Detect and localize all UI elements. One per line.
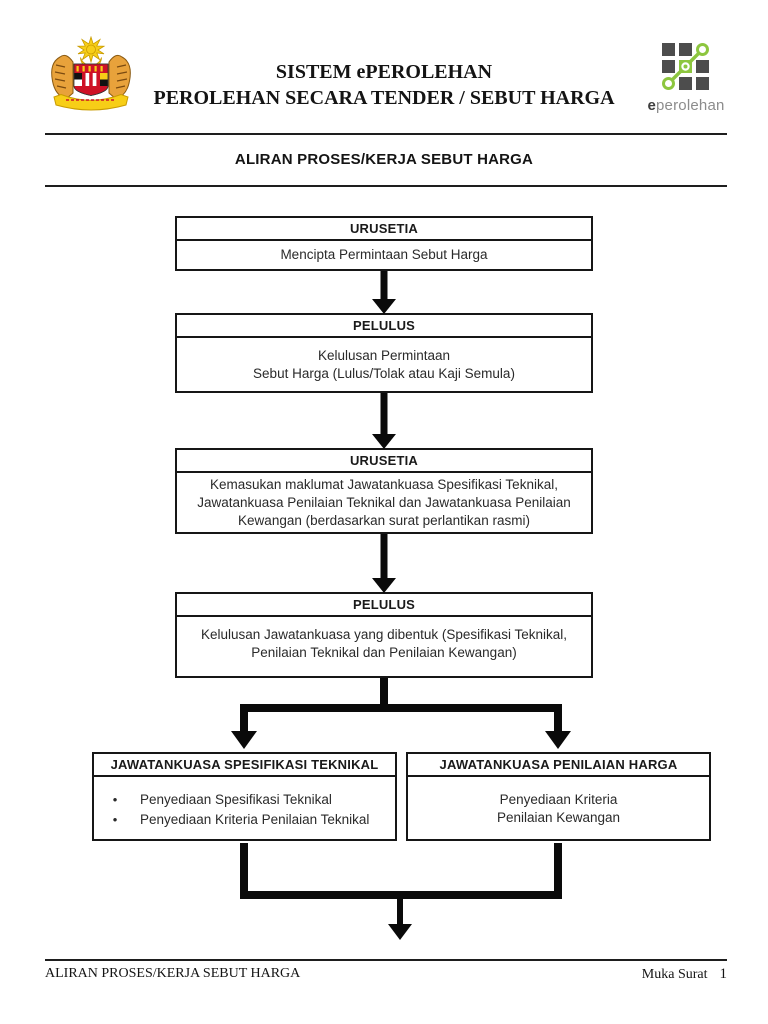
footer-page-indicator: Muka Surat 1: [642, 966, 727, 983]
flow-arrow-down-3: [372, 534, 396, 593]
flow-branch-header: JAWATANKUASA PENILAIAN HARGA: [408, 754, 709, 777]
footer-title: ALIRAN PROSES/KERJA SEBUT HARGA: [45, 966, 301, 981]
bullet-text: Penyediaan Spesifikasi Teknikal: [140, 792, 332, 807]
branch-merge-connector: [240, 843, 562, 940]
title-line-1: SISTEM ePEROLEHAN: [275, 61, 493, 83]
flow-step-body-line: Sebut Harga (Lulus/Tolak atau Kaji Semul…: [253, 365, 515, 381]
flow-step-pelulus-1: PELULUS Kelulusan Permintaan Sebut Harga…: [175, 313, 593, 393]
flow-branch-body-line: Penyediaan Kriteria: [499, 792, 618, 807]
footer-page-label: Muka Surat: [641, 967, 708, 982]
flow-arrow-down-1: [372, 271, 396, 314]
eperolehan-logo-text: eperolehan: [647, 97, 725, 114]
flow-step-body-line: Mencipta Permintaan Sebut Harga: [280, 247, 488, 262]
bullet-item: • Penyediaan Spesifikasi Teknikal: [108, 790, 385, 810]
bullet-item: • Penyediaan Kriteria Penilaian Teknikal: [108, 810, 385, 830]
flow-step-body-line: Kelulusan Permintaan: [317, 347, 451, 363]
bullet-text: Penyediaan Kriteria Penilaian Teknikal: [140, 812, 370, 827]
flow-step-header: URUSETIA: [177, 218, 591, 241]
header-divider-bottom: [45, 185, 727, 187]
flow-step-header: PELULUS: [177, 594, 591, 617]
flow-step-urusetia-2: URUSETIA Kemasukan maklumat Jawatankuasa…: [175, 448, 593, 534]
flow-step-header: PELULUS: [177, 315, 591, 338]
header-divider-top: [45, 133, 727, 135]
malaysia-coat-of-arms-icon: [46, 35, 136, 121]
branch-split-connector: [231, 678, 571, 749]
flow-branch-spesifikasi-teknikal: JAWATANKUASA SPESIFIKASI TEKNIKAL • Peny…: [92, 752, 397, 841]
flow-step-pelulus-2: PELULUS Kelulusan Jawatankuasa yang dibe…: [175, 592, 593, 678]
footer-divider: [45, 959, 727, 961]
bullet-marker: •: [112, 792, 118, 807]
flow-arrow-down-2: [372, 393, 396, 449]
flow-step-header: URUSETIA: [177, 450, 591, 473]
flow-step-body-line: Penilaian Teknikal dan Penilaian Kewanga…: [251, 645, 517, 660]
footer-page-number: 1: [719, 966, 728, 982]
document-title: SISTEM ePEROLEHAN PEROLEHAN SECARA TENDE…: [0, 60, 768, 112]
eperolehan-logo: eperolehan: [646, 42, 726, 114]
flow-branch-header: JAWATANKUASA SPESIFIKASI TEKNIKAL: [94, 754, 395, 777]
title-line-2: PEROLEHAN SECARA TENDER / SEBUT HARGA: [153, 87, 615, 109]
eperolehan-grid-icon: [662, 43, 709, 90]
flow-step-body-line: Kemasukan maklumat Jawatankuasa Spesifik…: [210, 476, 558, 492]
flow-step-body-line: Kelulusan Jawatankuasa yang dibentuk (Sp…: [201, 627, 567, 642]
bullet-marker: •: [112, 812, 118, 827]
flow-branch-body-line: Penilaian Kewangan: [496, 810, 621, 825]
flow-step-body-line: Kewangan (berdasarkan surat perlantikan …: [238, 512, 530, 528]
flow-branch-penilaian-harga: JAWATANKUASA PENILAIAN HARGA Penyediaan …: [406, 752, 711, 841]
page-section-title: ALIRAN PROSES/KERJA SEBUT HARGA: [234, 151, 534, 168]
flow-step-body-line: Jawatankuasa Penilaian Teknikal dan Jawa…: [197, 494, 571, 510]
flow-step-urusetia-1: URUSETIA Mencipta Permintaan Sebut Harga: [175, 216, 593, 271]
